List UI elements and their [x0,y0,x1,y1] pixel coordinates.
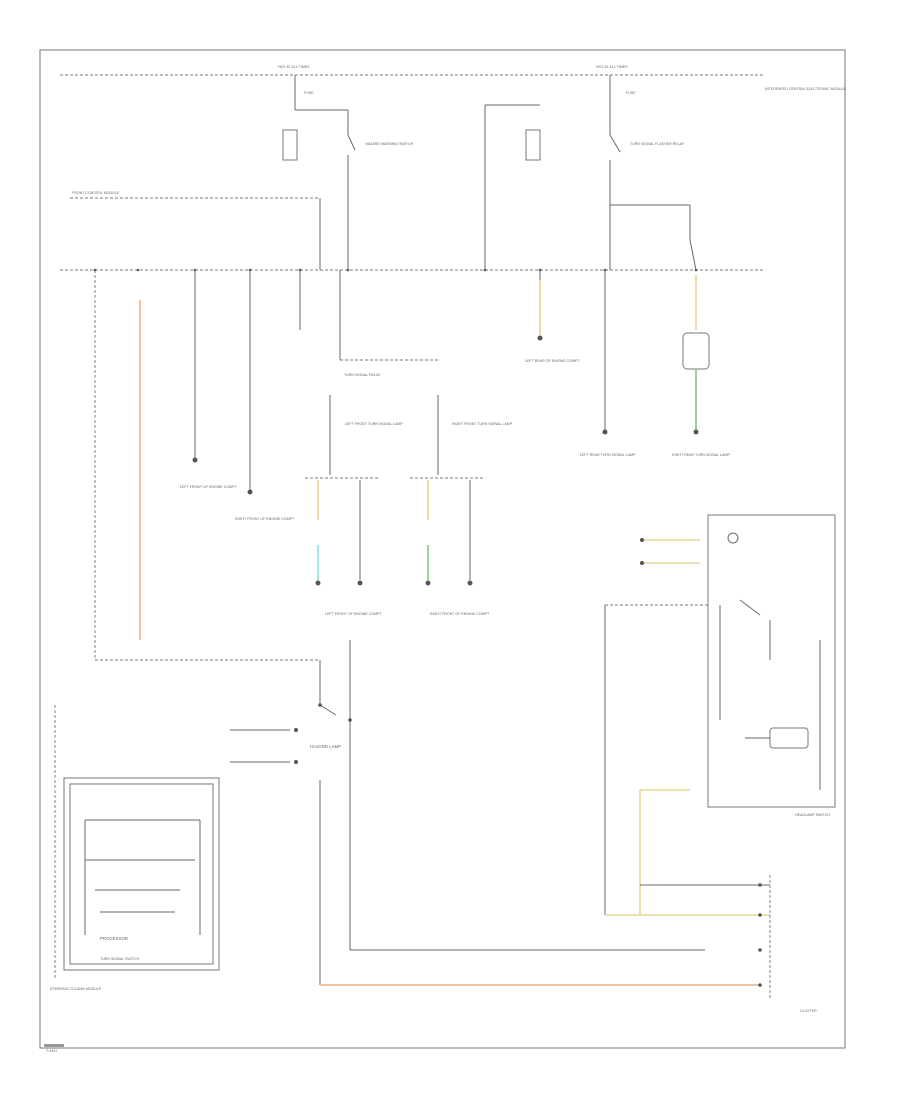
label-hazard-right: TURN SIGNAL FLASHER RELAY [630,142,685,146]
label-front-left-ground-2: LEFT FRONT OF ENGINE COMPT [325,612,383,616]
label-fuse-right: FUSE [626,91,636,95]
label-front-right-lamp: RIGHT FRONT TURN SIGNAL LAMP [452,422,513,426]
label-hot-right: HOT AT ALL TIMES [596,65,628,69]
right-branch-link [689,239,697,271]
relay-left [282,129,298,161]
label-front-left-lamp: LEFT FRONT TURN SIGNAL LAMP [345,422,403,426]
headlamp-switch-blade [739,599,761,616]
label-control-module: FRONT CONTROL MODULE [72,191,120,195]
label-fuse-left: FUSE [304,91,314,95]
switch-box-outer [63,777,220,971]
headlamp-switch-box [707,514,836,808]
label-cluster: CLUSTER [800,1009,817,1013]
label-rear-right-lamp: RIGHT REAR TURN SIGNAL LAMP [672,453,730,457]
label-hazard-center: HAZARD LAMP [310,744,341,749]
headlamp-lamp-box [769,727,809,749]
rear-right-lamp-box [682,332,710,370]
label-hot-left: HOT AT ALL TIMES [278,65,310,69]
switch-right-blade [609,134,621,153]
label-front-left-ground: LEFT FRONT OF ENGINE COMPT [180,485,238,489]
label-frame-note: INTEGRATED CENTRAL ELECTRONIC MODULE [765,87,847,91]
diagram-frame [39,49,846,1049]
switch-left-blade [347,134,356,151]
label-combo-left: LEFT REAR OF ENGINE COMPT [525,359,580,363]
relay-right [525,129,541,161]
label-front-right-ground-2: RIGHT FRONT OF ENGINE COMPT [430,612,490,616]
label-front-right-ground: RIGHT FRONT OF ENGINE COMPT [235,517,295,521]
footer-code: T-4441 [46,1049,57,1053]
label-steering-column: STEERING COLUMN MODULE [50,987,102,991]
headlamp-dimmer-icon [727,532,739,544]
label-relay: TURN SIGNAL RELAY [344,373,381,377]
label-headlamp-switch: HEADLAMP SWITCH [795,813,830,817]
label-hazard-left: HAZARD WARNING SWITCH [365,142,414,146]
switch-box-inner [69,783,214,965]
label-rear-left-lamp: LEFT REAR TURN SIGNAL LAMP [580,453,636,457]
label-processor: PROCESSOR [100,936,128,941]
label-switch-box: TURN SIGNAL SWITCH [100,957,140,961]
hazard-blade [319,704,337,716]
frame-tab [44,1044,64,1047]
